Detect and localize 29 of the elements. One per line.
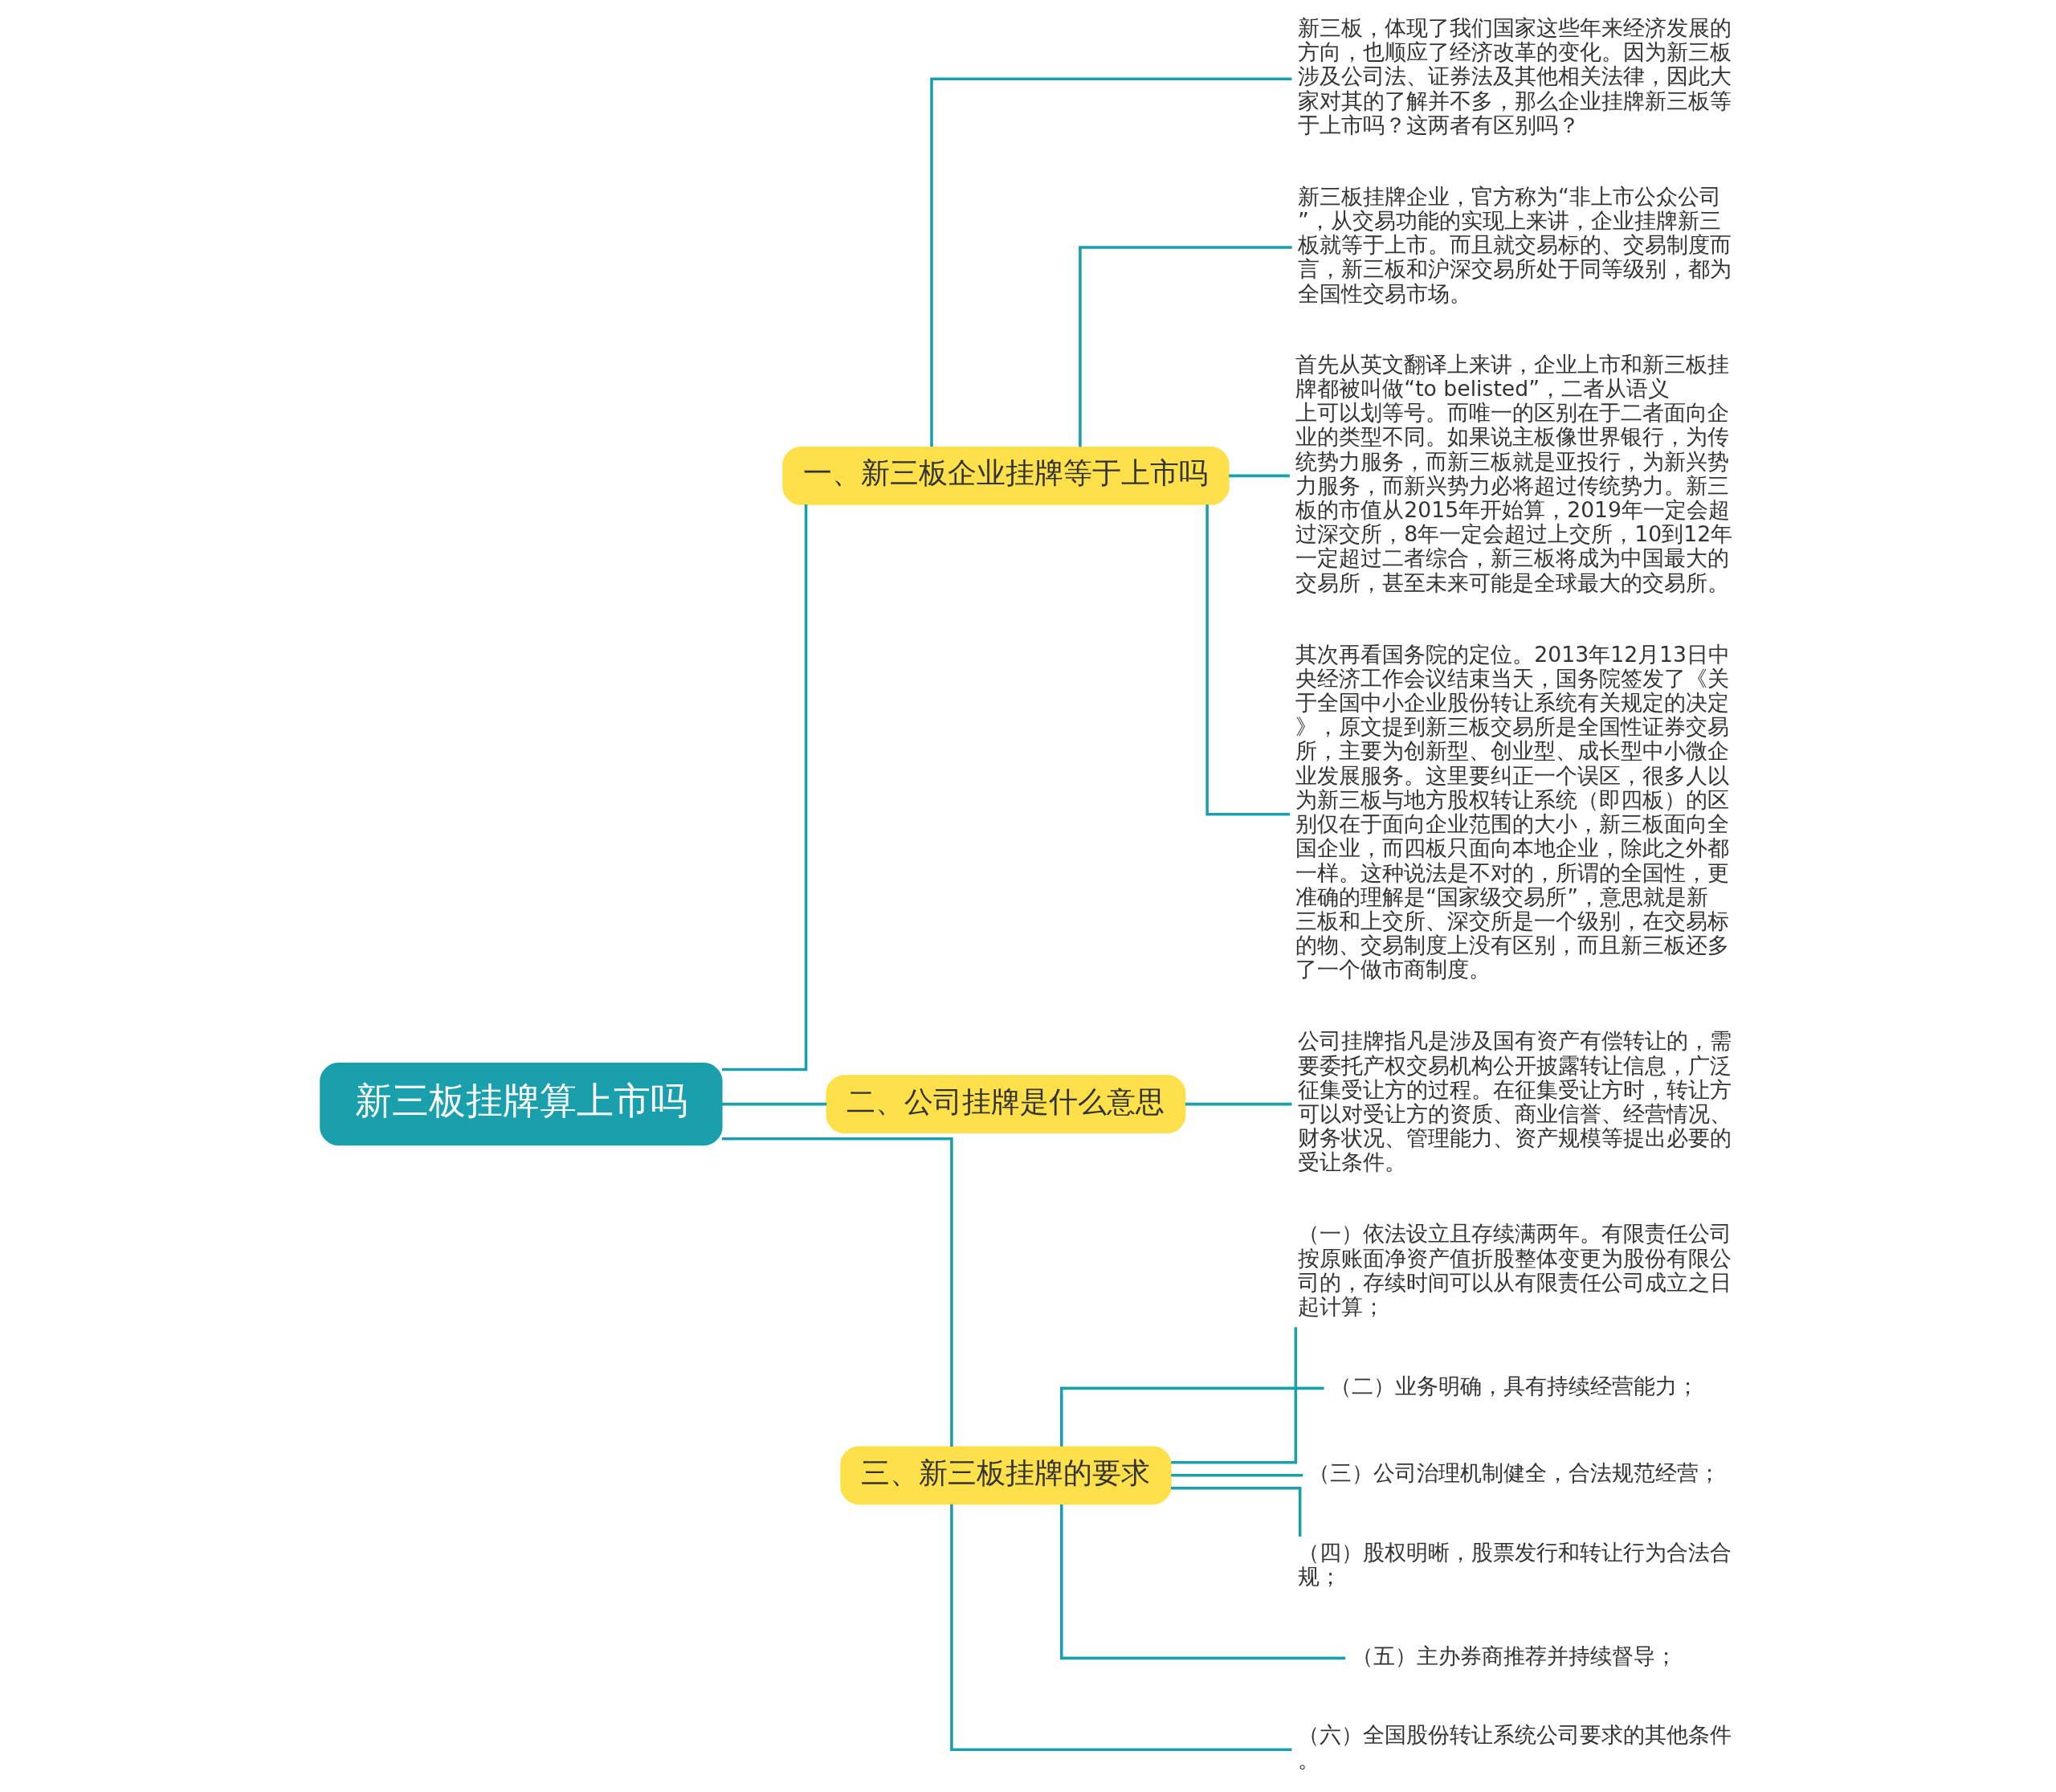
connector: [1185, 1102, 1292, 1106]
node-text: 新三板，体现了我们国家这些年来经济发展的方向，也顺应了经济改革的变化。因为新三板涉及公司法、证券法及其他相关法律，因此大家对其的了解并不多，那么企业挂牌新三板等于上市吗？这两者有区别吗？: [1298, 14, 1732, 137]
node-text: （六）全国股份转让系统公司要求的其他条件。: [1298, 1722, 1732, 1772]
connector: [721, 1102, 827, 1106]
node-text: （二）业务明确，具有持续经营能力；: [1330, 1373, 1699, 1398]
connector: [1171, 1474, 1303, 1477]
node-text: 首先从英文翻译上来讲，企业上市和新三板挂牌都被叫做“to belisted”，二者从语义上可以划等号。而唯一的区别在于二者面向企业的类型不同。如果说主板像世界银行，为传统势力服务，而新三板就是亚投行，为新兴势力服务，而新兴势力必将超过传统势力。新三板的市值从2015年开始算，2019年一定会超过深交所，8年一定会超过上交所，10到12年一定超过二者综合，新三板将成为中国最大的交易所，甚至未来可能是全球最大的交易所。: [1295, 351, 1733, 595]
node-text: 新三板挂牌企业，官方称为“非上市公众公司”，从交易功能的实现上来讲，企业挂牌新三板就等于上市。而且就交易标的、交易制度而言，新三板和沪深交易所处于同等级别，都为全国性交易市场。: [1298, 183, 1732, 306]
node-text: 公司挂牌指凡是涉及国有资产有偿转让的，需要委托产权交易机构公开披露转让信息，广泛征集受让方的过程。在征集受让方时，转让方可以对受让方的资质、商业信誉、经营情况、财务状况、管理能力、资产规模等提出必要的受让条件。: [1298, 1028, 1732, 1175]
node-box: 新三板挂牌算上市吗: [320, 1063, 723, 1146]
connector: [721, 1137, 953, 1447]
node-box: 一、新三板企业挂牌等于上市吗: [782, 446, 1230, 505]
node-text: 其次再看国务院的定位。2013年12月13日中央经济工作会议结束当天，国务院签发了《关于全国中小企业股份转让系统有关规定的决定》，原文提到新三板交易所是全国性证券交易所，主要为创新型、创业型、成长型中小微企业发展服务。这里要纠正一个误区，很多人以为新三板与地方股权转让系统（即四板）的区别仅在于面向企业范围的大小，新三板面向全国企业，而四板只面向本地企业，除此之外都一样。这种说法是不对的，所谓的全国性，更准确的理解是“国家级交易所”，意思就是新三板和上交所、深交所是一个级别，在交易标的物、交易制度上没有区别，而且新三板还多了一个做市商制度。: [1295, 641, 1731, 982]
node-text: （五）主办券商推荐并持续督导；: [1351, 1643, 1677, 1668]
node-text: （一）依法设立且存续满两年。有限责任公司按原账面净资产值折股整体变更为股份有限公司的，存续时间可以从有限责任公司成立之日起计算；: [1298, 1221, 1732, 1319]
connector: [930, 77, 1292, 447]
node-box: 三、新三板挂牌的要求: [840, 1446, 1172, 1505]
connector: [722, 504, 808, 1072]
node-text: （三）公司治理机制健全，合法规范经营；: [1308, 1460, 1721, 1486]
connector: [1205, 504, 1291, 816]
node-text: （四）股权明晰，股票发行和转让行为合法合规；: [1298, 1539, 1732, 1589]
connector: [1171, 1327, 1298, 1464]
node-box: 二、公司挂牌是什么意思: [826, 1075, 1186, 1134]
connector: [1060, 1504, 1346, 1660]
connector: [1229, 474, 1290, 478]
connector: [950, 1504, 1292, 1751]
connector: [1171, 1487, 1302, 1537]
connector: [1060, 1386, 1324, 1447]
connector: [1079, 246, 1292, 447]
